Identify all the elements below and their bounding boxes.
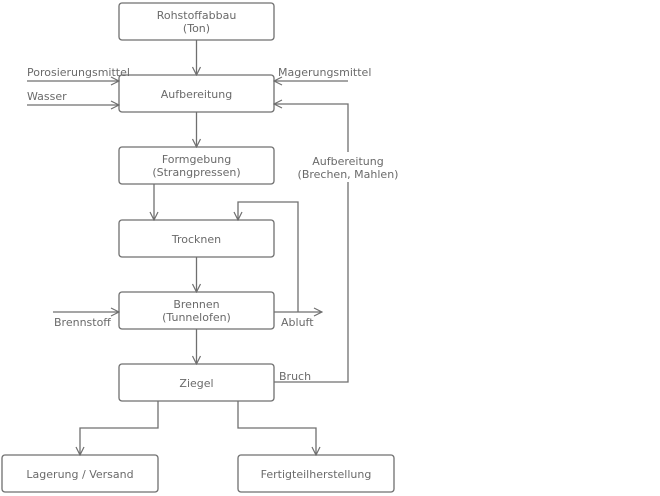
label-recycle-aufbereitung-line2: (Brechen, Mahlen) (298, 168, 399, 181)
recycle-label-background (300, 152, 396, 182)
node-formgebung-line1: Formgebung (162, 153, 231, 166)
node-fertigteil-label: Fertigteilherstellung (261, 468, 372, 481)
arrow-bruch-recycle (274, 104, 349, 383)
node-ziegel: Ziegel (118, 363, 275, 402)
label-porosierungsmittel: Porosierungsmittel (27, 66, 130, 79)
node-brennen-line2: (Tunnelofen) (162, 311, 231, 324)
node-formgebung: Formgebung (Strangpressen) (118, 146, 275, 185)
label-abluft: Abluft (281, 316, 314, 329)
node-fertigteil: Fertigteilherstellung (237, 454, 395, 493)
node-trocknen-label: Trocknen (171, 233, 221, 246)
node-aufbereitung-label: Aufbereitung (161, 88, 232, 101)
node-trocknen: Trocknen (118, 219, 275, 258)
label-brennstoff: Brennstoff (54, 316, 111, 329)
node-brennen-line1: Brennen (173, 298, 219, 311)
label-magerungsmittel: Magerungsmittel (278, 66, 371, 79)
node-rohstoffabbau-line2: (Ton) (183, 22, 210, 35)
node-formgebung-line2: (Strangpressen) (152, 166, 240, 179)
arrow-heat-recycle-to-trocknen (238, 201, 299, 312)
label-bruch: Bruch (279, 370, 311, 383)
arrow-ziegel-to-fertigteil (237, 401, 316, 455)
node-aufbereitung: Aufbereitung (118, 74, 275, 113)
arrow-ziegel-to-lagerung (80, 401, 159, 455)
label-recycle-aufbereitung-line1: Aufbereitung (312, 155, 383, 168)
node-rohstoffabbau: Rohstoffabbau (Ton) (118, 2, 275, 41)
node-brennen: Brennen (Tunnelofen) (118, 291, 275, 330)
node-lagerung-label: Lagerung / Versand (26, 468, 133, 481)
node-lagerung: Lagerung / Versand (1, 454, 159, 493)
node-rohstoffabbau-line1: Rohstoffabbau (157, 9, 237, 22)
label-wasser: Wasser (27, 90, 67, 103)
node-ziegel-label: Ziegel (179, 377, 213, 390)
